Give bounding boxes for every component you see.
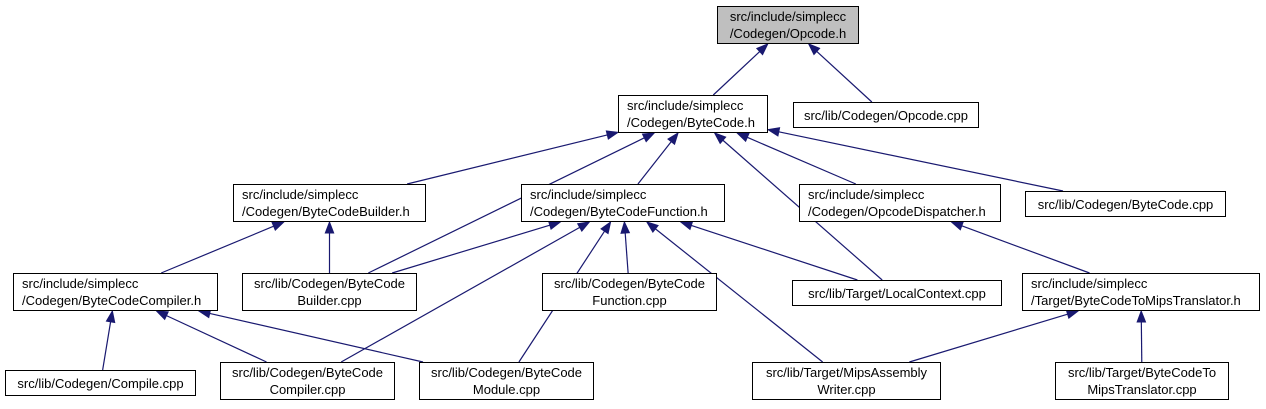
node-label-line2: /Codegen/OpcodeDispatcher.h [808,204,986,219]
edge-bytecodefunction_cpp-to-bytecodefunction_h [624,232,629,274]
arrowhead-mipsassemblywriter_cpp-to-bytecodetomips_h [1065,309,1080,320]
node-label-line1: src/include/simplecc [242,187,359,202]
edge-localcontext_cpp-to-bytecodefunction_h [691,224,858,281]
node-opcode-cpp[interactable]: src/lib/Codegen/Opcode.cpp [793,102,979,128]
node-label-line2: Compiler.cpp [269,382,346,397]
arrowhead-bytecodefunction_h-to-bytecode_h [667,131,679,146]
edge-bytecodetomips_h-to-opcodedispatcher_h [961,225,1090,274]
node-opcodedispatcher-h[interactable]: src/include/simplecc /Codegen/OpcodeDisp… [799,184,1001,222]
node-bytecode-cpp[interactable]: src/lib/Codegen/ByteCode.cpp [1025,191,1226,217]
node-mipsassemblywriter-cpp[interactable]: src/lib/Target/MipsAssembly Writer.cpp [752,362,941,400]
edge-bytecodebuilder_cpp-to-bytecode_h [368,137,645,274]
edge-bytecodefunction_h-to-bytecode_h [637,141,672,185]
arrowhead-mipsassemblywriter_cpp-to-bytecodefunction_h [645,221,659,234]
node-bytecodebuilder-cpp[interactable]: src/lib/Codegen/ByteCode Builder.cpp [242,273,417,311]
node-bytecodemodule-cpp[interactable]: src/lib/Codegen/ByteCode Module.cpp [419,362,594,400]
node-label-line1: src/lib/Codegen/ByteCode [430,365,583,380]
node-bytecodebuilder-h[interactable]: src/include/simplecc /Codegen/ByteCodeBu… [233,184,426,222]
node-label-line2: /Codegen/ByteCodeCompiler.h [22,293,202,308]
arrowhead-bytecodetomips_h-to-opcodedispatcher_h [950,221,964,231]
node-label-line2: /Codegen/ByteCodeFunction.h [530,204,708,219]
node-bytecodefunction-cpp[interactable]: src/lib/Codegen/ByteCode Function.cpp [542,273,717,311]
arrowhead-opcode_cpp-to-opcode_h [807,43,821,56]
node-label-line1: src/include/simplecc [627,98,744,113]
arrowhead-bytecodemodule_cpp-to-bytecodefunction_h [600,220,612,235]
node-label-line1: src/lib/Target/ByteCodeTo [1067,365,1217,380]
edge-bytecodebuilder_cpp-to-bytecodefunction_h [391,224,550,274]
node-label-line1: src/lib/Codegen/ByteCode [553,276,706,291]
node-bytecodecompiler-cpp[interactable]: src/lib/Codegen/ByteCode Compiler.cpp [220,362,395,400]
edge-bytecodemodule_cpp-to-bytecodecompiler_h [209,312,424,363]
arrowhead-bytecodecompiler_cpp-to-bytecodefunction_h [576,221,591,232]
arrowhead-bytecodebuilder_cpp-to-bytecodefunction_h [547,220,562,231]
edge-bytecode_cpp-to-bytecode_h [778,131,1064,192]
edge-bytecodecompiler_h-to-bytecodebuilder_h [160,225,274,274]
edge-compile_cpp-to-bytecodecompiler_h [102,321,112,371]
node-opcode-h[interactable]: src/include/simplecc /Codegen/Opcode.h [717,6,859,44]
node-label-line1: src/lib/Codegen/ByteCode [231,365,384,380]
arrowhead-bytecodefunction_cpp-to-bytecodefunction_h [620,220,631,234]
node-label-line2: /Codegen/ByteCode.h [627,115,755,130]
node-label-line1: src/lib/Codegen/Compile.cpp [17,375,184,391]
arrowhead-localcontext_cpp-to-bytecode_h [713,132,727,145]
arrowhead-opcodedispatcher_h-to-bytecode_h [735,132,750,143]
node-label-line1: src/include/simplecc [22,276,139,291]
node-label-line1: src/include/simplecc [1031,276,1148,291]
edge-bytecodecompiler_cpp-to-bytecodefunction_h [340,226,581,363]
node-bytecodefunction-h[interactable]: src/include/simplecc /Codegen/ByteCodeFu… [521,184,725,222]
edge-bytecode_h-to-opcode_h [712,51,761,96]
node-bytecodecompiler-h[interactable]: src/include/simplecc /Codegen/ByteCodeCo… [13,273,218,311]
node-label-line2: MipsTranslator.cpp [1087,382,1197,397]
node-label-line1: src/include/simplecc [530,187,647,202]
node-bytecodetomips-h[interactable]: src/include/simplecc /Target/ByteCodeToM… [1022,273,1260,311]
arrowhead-bytecodecompiler_cpp-to-bytecodecompiler_h [155,310,169,321]
node-bytecodetomips-cpp[interactable]: src/lib/Target/ByteCodeTo MipsTranslator… [1055,362,1229,400]
node-label-line1: src/lib/Codegen/ByteCode [253,276,406,291]
node-label-line1: src/lib/Target/MipsAssembly [765,365,928,380]
node-label-line2: /Codegen/Opcode.h [729,26,847,41]
node-bytecode-h[interactable]: src/include/simplecc /Codegen/ByteCode.h [618,95,768,133]
arrowhead-compile_cpp-to-bytecodecompiler_h [105,309,116,324]
node-label-line2: /Target/ByteCodeToMipsTranslator.h [1031,293,1241,308]
edge-opcodedispatcher_h-to-bytecode_h [747,136,857,185]
arrowhead-bytecode_cpp-to-bytecode_h [766,127,781,137]
edge-mipsassemblywriter_cpp-to-bytecodetomips_h [909,313,1068,363]
edge-opcode_cpp-to-opcode_h [816,50,873,103]
node-label-line1: src/lib/Codegen/Opcode.cpp [803,107,969,123]
node-label-line1: src/include/simplecc [729,9,847,24]
arrowhead-bytecodebuilder_cpp-to-bytecode_h [641,132,656,143]
edge-mipsassemblywriter_cpp-to-bytecodefunction_h [655,228,824,363]
node-label-line1: src/lib/Target/LocalContext.cpp [808,285,986,301]
arrowhead-bytecodebuilder_h-to-bytecode_h [605,130,620,140]
node-label-line1: src/lib/Codegen/ByteCode.cpp [1037,196,1214,212]
node-label-line2: Builder.cpp [297,293,362,308]
arrowhead-bytecodebuilder_cpp-to-bytecodebuilder_h [324,220,335,234]
node-label-line2: Module.cpp [472,382,541,397]
arrowhead-bytecode_h-to-opcode_h [755,43,769,56]
arrowhead-bytecodecompiler_h-to-bytecodebuilder_h [271,221,286,231]
edge-bytecodebuilder_h-to-bytecode_h [406,134,608,185]
node-compile-cpp[interactable]: src/lib/Codegen/Compile.cpp [5,370,196,396]
arrowhead-localcontext_cpp-to-bytecodefunction_h [679,220,694,231]
node-label-line2: Function.cpp [592,293,667,308]
node-label-line1: src/include/simplecc [808,187,925,202]
edge-bytecodecompiler_cpp-to-bytecodecompiler_h [166,315,267,363]
node-localcontext-cpp[interactable]: src/lib/Target/LocalContext.cpp [792,280,1002,306]
arrowhead-bytecodetomips_cpp-to-bytecodetomips_h [1136,309,1147,323]
node-label-line2: /Codegen/ByteCodeBuilder.h [242,204,410,219]
node-label-line2: Writer.cpp [817,382,876,397]
